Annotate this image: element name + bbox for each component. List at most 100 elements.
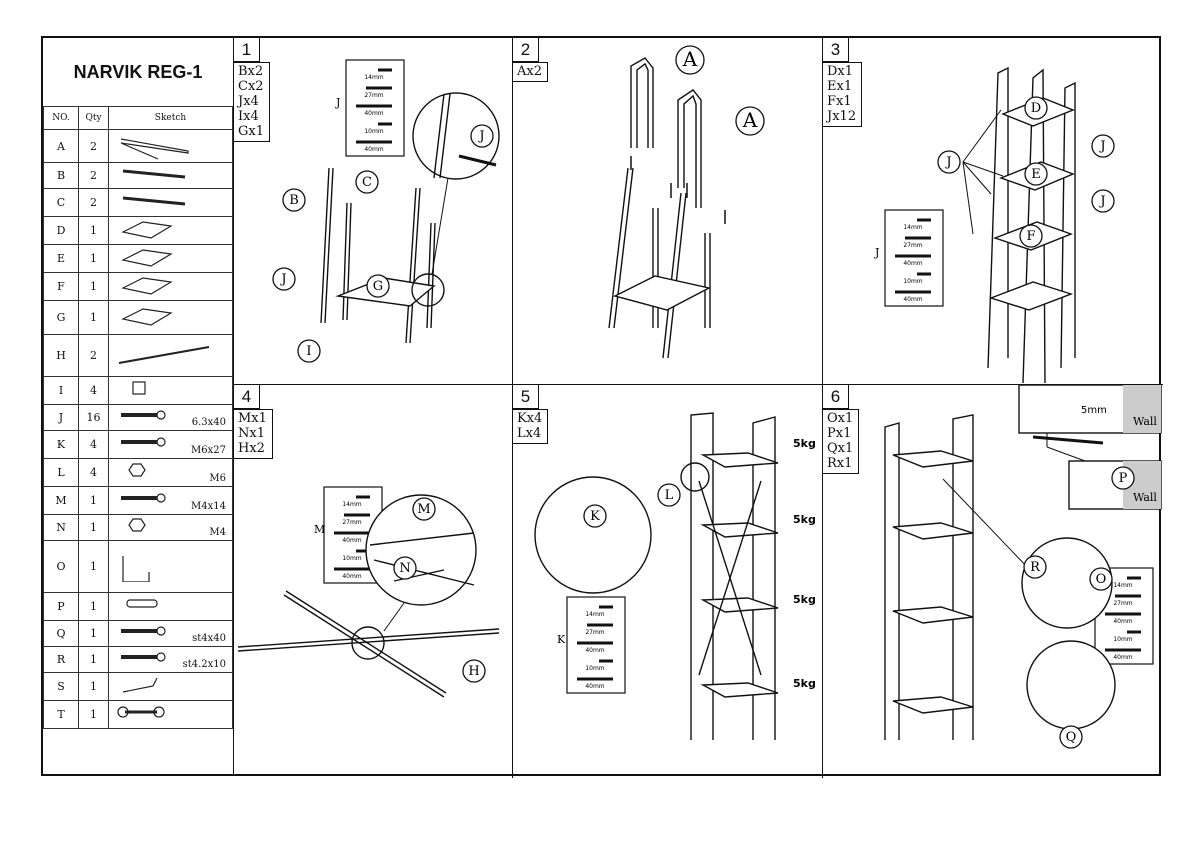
product-title: NARVIK REG-1 [73,61,203,82]
callout-circle [282,188,306,212]
gauge-length: 40mm [903,260,922,267]
header-qty: Qty [78,106,109,130]
step-part: Ox1 [827,411,854,426]
step-part: Kx4 [517,411,543,426]
part-spec: M6 [209,473,226,484]
shelf-f-icon [121,276,173,295]
step-2-diagram: AA [608,45,765,359]
part-no: K [43,430,79,459]
nut-l-icon [128,462,146,477]
part-no: D [43,216,79,245]
wrench-t-icon [117,705,165,718]
part-spec: M4 [209,527,226,538]
callout-circle [1091,189,1115,213]
step-part: Fx1 [827,94,852,109]
part-sketch [108,244,233,273]
callout-label: A [682,47,698,71]
callout-circle [393,556,417,580]
callout-label: D [1031,101,1041,116]
gauge-length: 40mm [364,110,383,117]
part-qty: 1 [78,592,109,621]
gauge-length: 14mm [364,74,383,81]
gauge-length: 10mm [585,665,604,672]
part-sketch: M6x27 [108,430,233,459]
step-part: Nx1 [238,426,265,441]
callout-label: H [468,664,479,679]
part-spec: M4x14 [191,501,226,512]
callout-circle [412,497,436,521]
gauge-marker: K [557,633,566,646]
step-parts-list: Ox1 Px1 Qx1 Rx1 [823,409,860,474]
step-number: 4 [234,385,260,409]
callout-label: F [1026,229,1035,244]
callout-label: I [306,344,311,359]
part-no: P [43,592,79,621]
part-no: I [43,376,79,405]
step-part: Bx2 [238,64,264,79]
callout-circle [1059,725,1083,749]
wall-label: Wall [1133,415,1157,428]
callout-label: J [477,129,484,144]
part-sketch: M4x14 [108,486,233,515]
part-spec: st4x40 [192,633,226,644]
part-qty: 4 [78,458,109,487]
step-part: Qx1 [827,441,854,456]
callout-label: J [279,272,286,287]
callout-label: M [417,502,430,517]
callout-label: J [1098,139,1105,154]
step-number: 5 [513,385,539,409]
gauge-length: 27mm [585,629,604,636]
rod-c-icon [122,196,186,205]
callout-circle [366,274,390,298]
step-part: Lx4 [517,426,542,441]
drill-size-label: 5mm [1081,405,1107,416]
gauge-length: 40mm [1113,618,1132,625]
gauge-length: 14mm [342,501,361,508]
bolt-k-icon [121,436,166,447]
weight-limit-label: 5kg [793,513,816,526]
part-sketch [108,162,233,189]
gauge-length: 14mm [585,611,604,618]
callout-label: C [362,175,372,190]
step-parts-list: Kx4 Lx4 [513,409,549,444]
part-spec: M6x27 [191,445,226,456]
callout-circle [1111,466,1135,490]
step-part: Jx4 [238,94,259,109]
weight-limit-label: 5kg [793,437,816,450]
step-number: 3 [823,38,849,62]
frame-a-icon [120,138,189,160]
callout-circle [272,267,296,291]
part-sketch [108,672,233,701]
callout-circle [462,659,486,683]
part-sketch: M4 [108,514,233,541]
wall-plug-p-icon [126,598,158,608]
gauge-length: 40mm [903,296,922,303]
part-qty: 1 [78,300,109,335]
shelf-e-icon [121,248,173,267]
parts-table-header: NO. Qty Sketch [43,106,233,130]
part-sketch: st4x40 [108,620,233,647]
part-sketch: st4.2x10 [108,646,233,673]
callout-label: A [742,108,758,132]
screw-q-icon [121,625,166,636]
callout-label: P [1119,471,1128,486]
callout-circle [675,45,705,75]
